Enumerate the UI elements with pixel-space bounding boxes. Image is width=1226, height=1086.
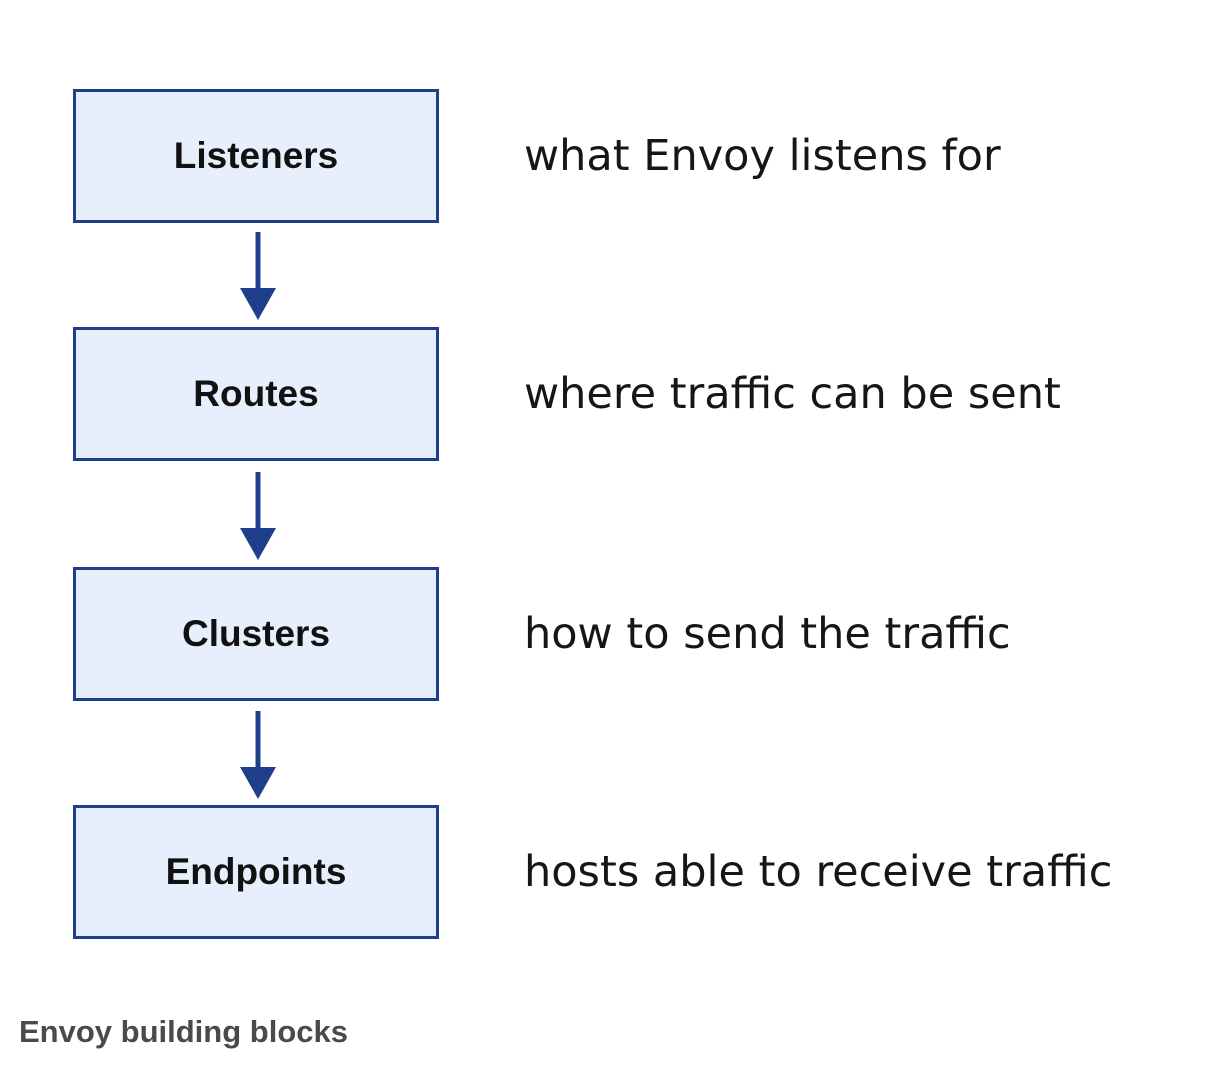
endpoints-description: hosts able to receive traffic	[524, 847, 1113, 897]
routes-block: Routes	[73, 327, 439, 461]
arrow-clusters-to-endpoints	[240, 711, 276, 799]
envoy-building-blocks-diagram: Listeners what Envoy listens for Routes …	[73, 89, 1113, 939]
arrow-listeners-to-routes	[240, 232, 276, 320]
routes-description: where traffic can be sent	[524, 369, 1061, 419]
listeners-label: Listeners	[173, 135, 339, 176]
clusters-label: Clusters	[181, 613, 331, 654]
clusters-description: how to send the traffic	[524, 609, 1011, 659]
listeners-block: Listeners	[73, 89, 439, 223]
endpoints-block: Endpoints	[73, 805, 439, 939]
clusters-block: Clusters	[73, 567, 439, 701]
listeners-description: what Envoy listens for	[524, 131, 1001, 181]
routes-label: Routes	[193, 373, 319, 414]
arrow-routes-to-clusters	[240, 472, 276, 560]
figure-caption: Envoy building blocks	[19, 1014, 348, 1049]
endpoints-label: Endpoints	[165, 851, 347, 892]
